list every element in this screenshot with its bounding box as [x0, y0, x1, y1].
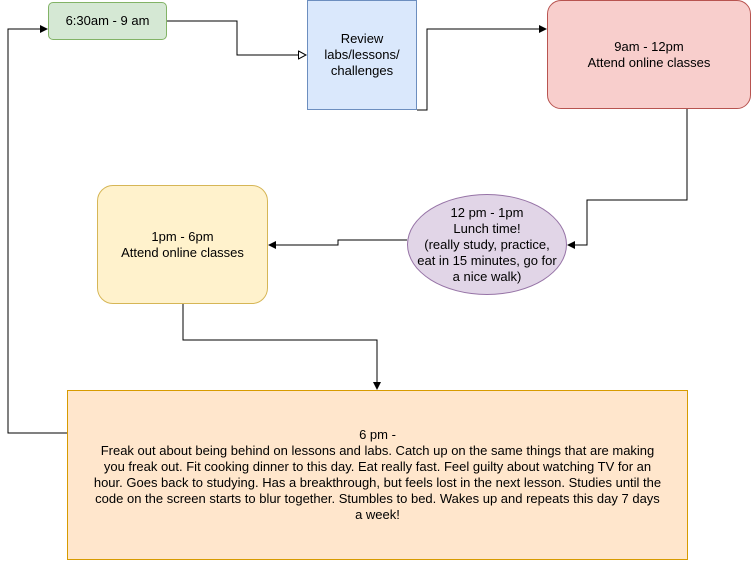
- node-start-time: 6:30am - 9 am: [48, 2, 167, 40]
- node-lunch: 12 pm - 1pm Lunch time! (really study, p…: [407, 194, 567, 295]
- node-evening: 6 pm - Freak out about being behind on l…: [67, 390, 688, 560]
- node-afternoon-label: 1pm - 6pm Attend online classes: [121, 228, 244, 260]
- edge-afternoon-to-evening: [182, 304, 381, 390]
- edge-start-to-review: [167, 20, 306, 55]
- edge-morning-to-lunch: [567, 109, 688, 249]
- node-review-label: Review labs/lessons/ challenges: [324, 31, 400, 78]
- edge-evening-to-start: [7, 25, 67, 434]
- node-lunch-label: 12 pm - 1pm Lunch time! (really study, p…: [417, 204, 557, 284]
- node-morning-classes: 9am - 12pm Attend online classes: [547, 0, 751, 109]
- node-review: Review labs/lessons/ challenges: [307, 0, 417, 110]
- node-evening-label: 6 pm - Freak out about being behind on l…: [93, 427, 662, 522]
- edge-lunch-to-afternoon: [268, 239, 407, 249]
- node-start-label: 6:30am - 9 am: [65, 13, 150, 28]
- node-afternoon-classes: 1pm - 6pm Attend online classes: [97, 185, 268, 304]
- edge-review-to-morning: [417, 25, 547, 111]
- node-morning-label: 9am - 12pm Attend online classes: [587, 38, 711, 70]
